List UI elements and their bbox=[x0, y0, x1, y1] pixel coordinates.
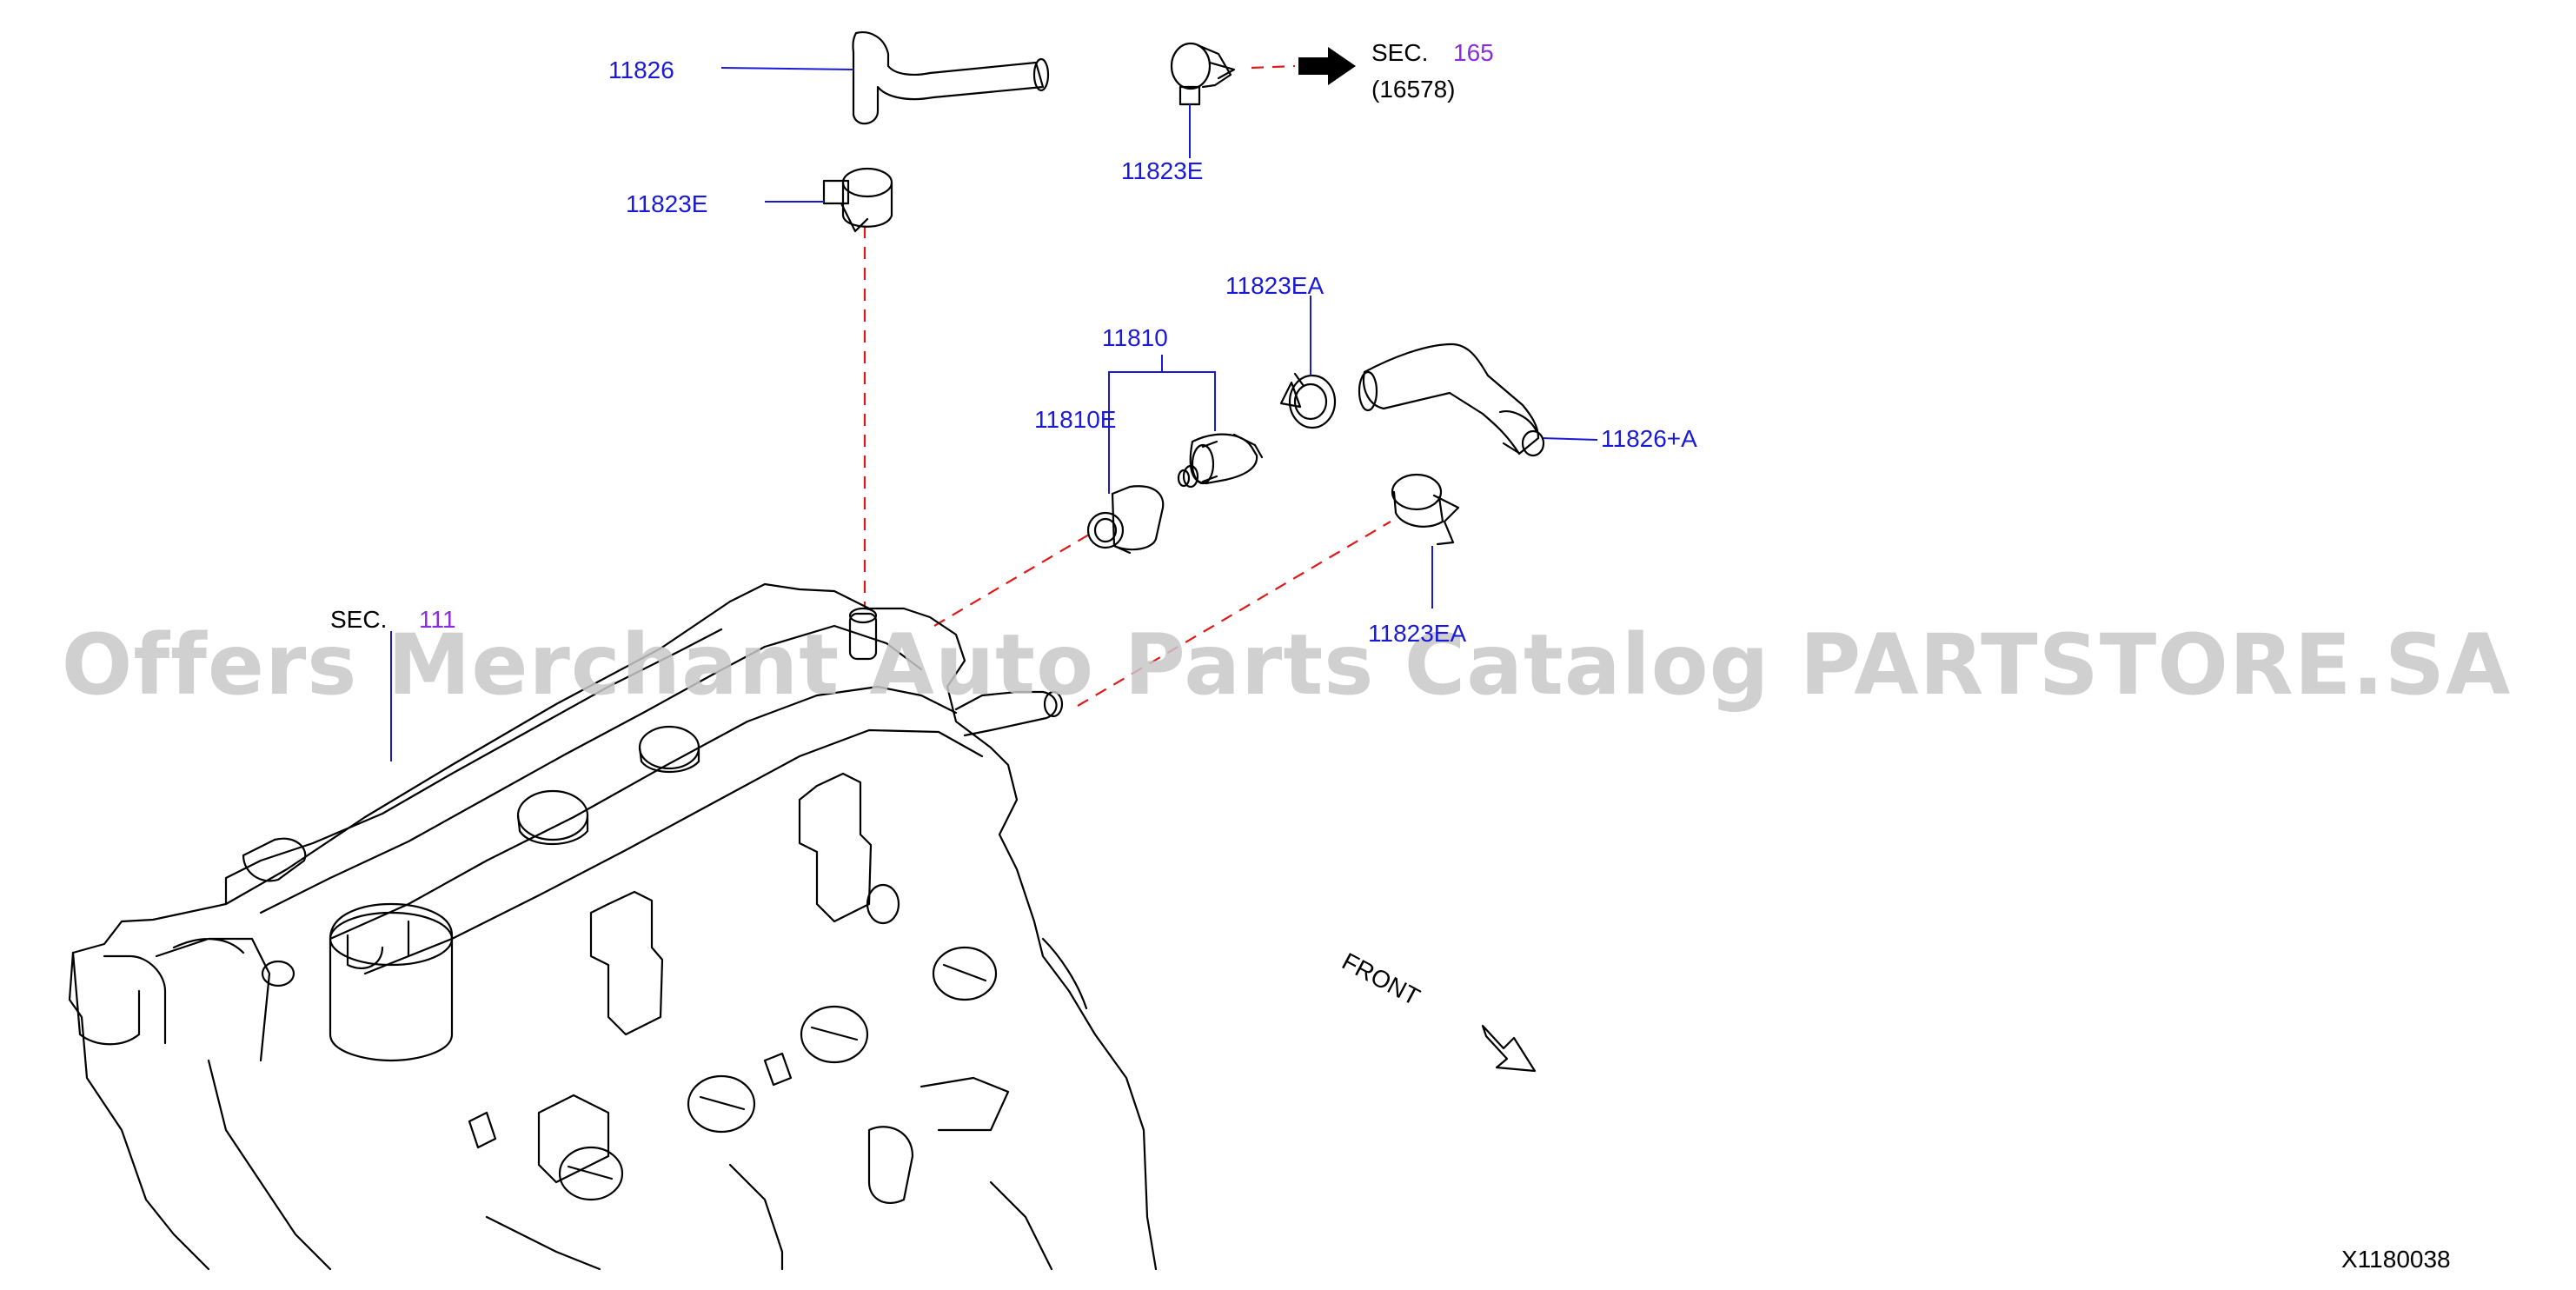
link-sec-111[interactable]: 111 bbox=[419, 606, 456, 633]
engine-cylinder-head bbox=[68, 582, 1158, 1271]
hose-11826-a[interactable] bbox=[1358, 342, 1545, 457]
assembly-dashed-lines bbox=[863, 64, 1391, 707]
grommet-11810e[interactable] bbox=[1086, 485, 1165, 555]
clamp-11823e-left[interactable] bbox=[822, 167, 893, 233]
label-front: FRONT bbox=[1338, 948, 1424, 1011]
label-11810e[interactable]: 11810E bbox=[1034, 406, 1116, 433]
label-11826[interactable]: 11826 bbox=[608, 57, 674, 83]
link-sec-165[interactable]: 165 bbox=[1453, 39, 1494, 66]
clamp-11823e-top[interactable] bbox=[1170, 42, 1236, 106]
label-11823ea-bottom[interactable]: 11823EA bbox=[1368, 620, 1466, 647]
clamp-11823ea-bottom[interactable] bbox=[1391, 473, 1460, 546]
hose-11826[interactable] bbox=[852, 31, 1050, 125]
arrow-right-icon bbox=[1298, 47, 1356, 85]
leader-11826 bbox=[720, 67, 854, 70]
pcv-valve-11810[interactable] bbox=[1177, 433, 1264, 489]
front-arrow-icon bbox=[1481, 1024, 1537, 1073]
clamp-11823ea-top[interactable] bbox=[1279, 372, 1337, 429]
label-sec-165-sub: (16578) bbox=[1371, 76, 1456, 103]
label-11823e-left[interactable]: 11823E bbox=[626, 190, 707, 217]
leader-11826-a bbox=[1543, 437, 1598, 441]
bracket-11810 bbox=[1108, 355, 1216, 494]
label-11823e-top[interactable]: 11823E bbox=[1121, 157, 1203, 184]
watermark-text: Offers Merchant Auto Parts Catalog PARTS… bbox=[62, 616, 2512, 714]
label-11810[interactable]: 11810 bbox=[1102, 324, 1168, 351]
label-11823ea-top[interactable]: 11823EA bbox=[1225, 272, 1324, 299]
label-sec-111-prefix: SEC. bbox=[330, 606, 387, 633]
diagram-id: X1180038 bbox=[2341, 1246, 2451, 1273]
label-11826-a[interactable]: 11826+A bbox=[1601, 425, 1697, 452]
label-sec-165-prefix: SEC. bbox=[1371, 39, 1428, 66]
